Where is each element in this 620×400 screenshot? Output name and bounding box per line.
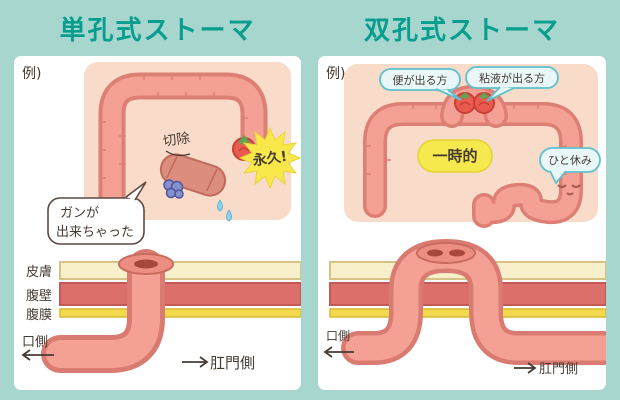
bubble-line1: ガンが	[60, 206, 99, 221]
membrane-label: 腹膜	[26, 307, 52, 323]
permanent-burst	[238, 126, 301, 190]
cancer-speech-bubble: ガンが 出来ちゃった	[47, 181, 147, 245]
wall-label: 腹壁	[26, 288, 52, 304]
colon-haustra-marks	[99, 73, 248, 179]
oral-arrow-icon	[323, 346, 354, 358]
cut-mark	[165, 150, 191, 157]
mucus-stoma-icon	[473, 92, 495, 114]
single-stoma-illustration: 例) 切除 永久! ガンが 出来ちゃった 皮膚 腹壁 腹膜	[21, 62, 301, 373]
loop-lumen-right	[449, 249, 465, 257]
membrane-layer	[329, 308, 606, 318]
wall-layer	[329, 282, 606, 306]
double-stoma-illustration: 例) 便が出る方 粘液が出る方 一時的 ひと休み	[323, 64, 606, 377]
bubble-line2: 出来ちゃった	[56, 225, 134, 240]
membrane-layer	[59, 308, 301, 318]
stool-stoma-icon	[454, 92, 476, 114]
tumor-icon	[163, 179, 184, 199]
oral-arrow-icon	[21, 349, 54, 361]
anal-arrow-icon	[514, 362, 537, 374]
colon-fill	[102, 76, 264, 216]
oral-side-label: 口側	[326, 329, 350, 343]
excision-label: 切除	[162, 130, 191, 150]
colon-fill	[366, 105, 580, 225]
anal-side-label: 肛門側	[210, 354, 255, 372]
stoma-tube-fill	[46, 254, 160, 368]
rest-bubble: ひと休み	[539, 147, 601, 185]
double-stoma-title: 双孔式ストーマ	[363, 16, 560, 46]
loop-stoma-opening	[416, 242, 476, 264]
mucus-side-bubble: 粘液が出る方	[465, 66, 559, 102]
temporary-tag: 一時的	[417, 139, 493, 173]
skin-label: 皮膚	[26, 264, 52, 280]
skin-layer	[59, 261, 301, 280]
oral-side-label: 口側	[22, 335, 48, 350]
single-stoma-panel: 例) 切除 永久! ガンが 出来ちゃった 皮膚 腹壁 腹膜	[14, 56, 301, 390]
stoma-lumen	[134, 259, 158, 269]
tear-drops-icon	[217, 199, 232, 222]
loop-lumen-left	[427, 249, 443, 257]
stool-side-label: 便が出る方	[393, 73, 448, 87]
rest-label: ひと休み	[548, 154, 592, 167]
single-stoma-title: 単孔式ストーマ	[59, 16, 256, 46]
sleeping-face-icon	[557, 184, 581, 196]
double-stoma-panel: 例) 便が出る方 粘液が出る方 一時的 ひと休み	[318, 56, 606, 390]
wall-layer	[59, 282, 301, 306]
anal-side-label: 肛門側	[539, 362, 578, 377]
example-label: 例)	[22, 66, 41, 82]
temporary-label: 一時的	[432, 147, 477, 165]
stool-side-bubble: 便が出る方	[379, 68, 462, 101]
mucus-side-label: 粘液が出る方	[479, 71, 545, 85]
anal-arrow-icon	[182, 356, 209, 368]
permanent-label: 永久!	[251, 148, 288, 170]
example-label: 例)	[326, 66, 345, 82]
